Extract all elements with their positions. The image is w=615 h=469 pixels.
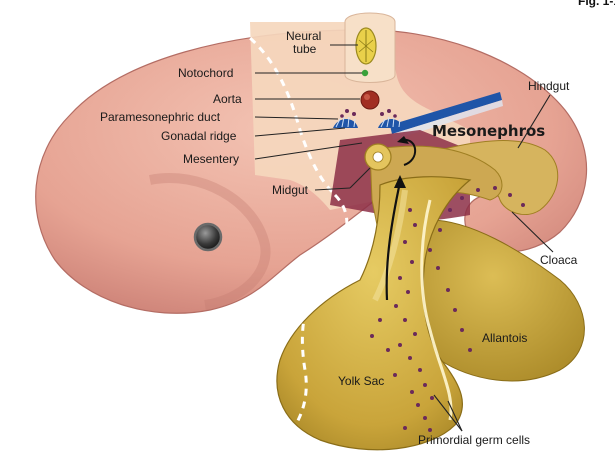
gonadal-ridge-left	[333, 116, 358, 128]
label-neural-tube-2: tube	[293, 42, 317, 56]
label-hindgut: Hindgut	[528, 79, 570, 93]
label-paramesonephric-duct: Paramesonephric duct	[100, 110, 221, 124]
head-shading	[149, 173, 271, 310]
yolk-sac-highlight	[420, 199, 453, 421]
label-primordial-germ-cells: Primordial germ cells	[418, 433, 530, 447]
primordial-germ-cells-dots	[370, 186, 525, 432]
aorta	[360, 90, 380, 110]
label-allantois: Allantois	[482, 331, 527, 345]
label-midgut: Midgut	[272, 183, 309, 197]
label-aorta: Aorta	[213, 92, 242, 106]
allantois	[417, 219, 585, 382]
label-mesonephros: Mesonephros	[432, 122, 545, 140]
migration-arrow-up	[385, 181, 402, 301]
label-notochord: Notochord	[178, 66, 233, 80]
gonadal-ridge-right	[378, 116, 403, 128]
paramesonephric-duct-band	[390, 92, 502, 134]
label-mesentery: Mesentery	[183, 152, 239, 166]
notochord	[361, 69, 369, 77]
label-cloaca: Cloaca	[540, 253, 578, 267]
label-neural-tube-1: Neural	[286, 29, 321, 43]
label-yolk-sac: Yolk Sac	[338, 374, 384, 388]
label-gonadal-ridge: Gonadal ridge	[161, 129, 237, 143]
eye-icon	[193, 222, 223, 252]
dashed-boundary-bottom	[278, 193, 349, 447]
ridge-germ-cells	[340, 109, 397, 118]
dashed-boundary-top	[239, 28, 337, 197]
figure-number: Fig. 1-1	[578, 0, 615, 8]
